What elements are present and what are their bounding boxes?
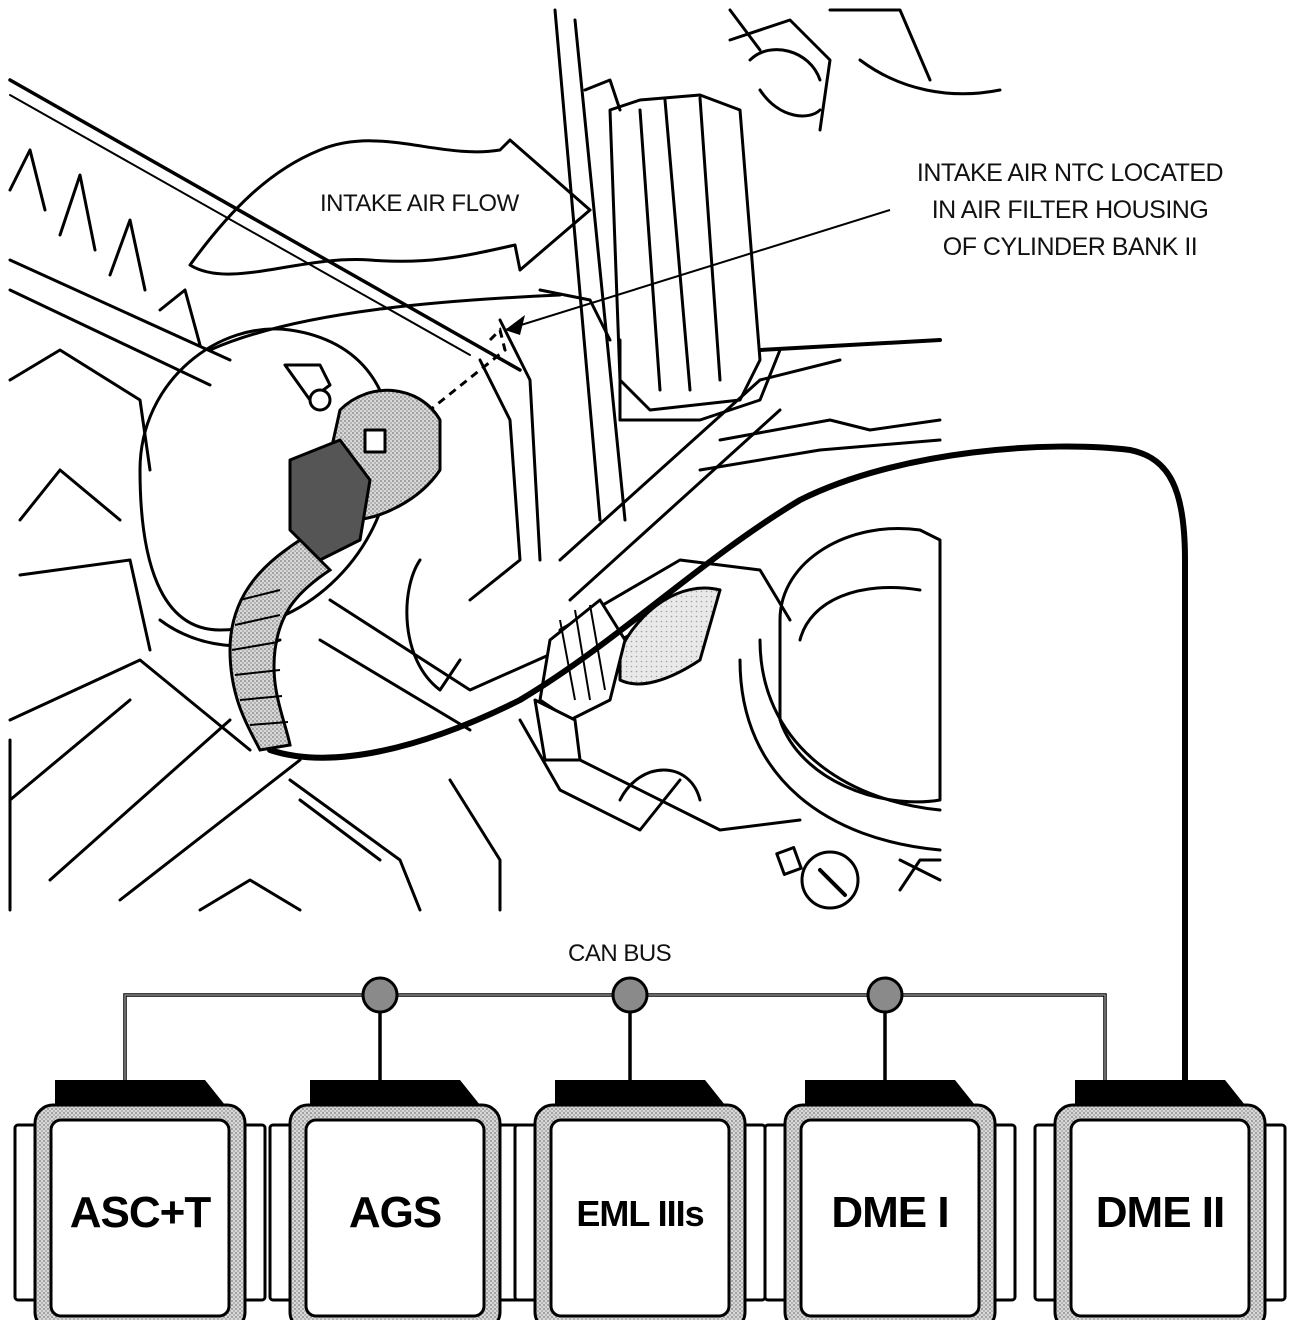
module-label-ags: AGS — [348, 1188, 442, 1237]
throttle-body-outline — [778, 527, 942, 804]
ntc-sensor-dashed — [429, 327, 507, 412]
can-bus-line — [123, 993, 1107, 1085]
module-dme-i — [763, 1080, 1017, 1320]
module-ags — [268, 1080, 522, 1320]
module-label-dme-ii: DME II — [1095, 1188, 1225, 1237]
module-label-dme-i: DME I — [831, 1188, 949, 1237]
can-bus-node — [611, 976, 649, 1014]
hose-clamp — [608, 93, 762, 412]
intake-air-flow-label: INTAKE AIR FLOW — [320, 190, 519, 217]
module-label-eml-iiis: EML IIIs — [576, 1193, 704, 1234]
intake-air-flow-arrow — [188, 138, 592, 276]
module-asc-t — [13, 1080, 267, 1320]
intake-air-ntc-callout: INTAKE AIR NTC LOCATED IN AIR FILTER HOU… — [885, 155, 1255, 266]
can-bus-network — [123, 976, 1107, 1085]
ntc-callout-line-2: IN AIR FILTER HOUSING — [931, 196, 1209, 224]
wiring-loom — [228, 538, 333, 752]
ntc-callout-line-3: OF CYLINDER BANK II — [942, 233, 1198, 261]
module-dme-ii — [1033, 1080, 1287, 1320]
sensor-connector — [283, 363, 442, 562]
gauge-outline — [800, 850, 860, 910]
can-bus-node — [361, 976, 399, 1014]
can-bus-node — [866, 976, 904, 1014]
module-label-asc-t: ASC+T — [69, 1188, 211, 1237]
ntc-callout-line-1: INTAKE AIR NTC LOCATED — [916, 159, 1224, 187]
sensor-signal-wire — [267, 443, 1188, 1088]
ntc-leader-line — [504, 209, 891, 331]
filter-housing-ribs — [8, 148, 232, 387]
can-bus-label: CAN BUS — [568, 940, 672, 967]
module-eml-iiis — [513, 1080, 767, 1320]
engine-bay-illustration — [8, 8, 1002, 912]
